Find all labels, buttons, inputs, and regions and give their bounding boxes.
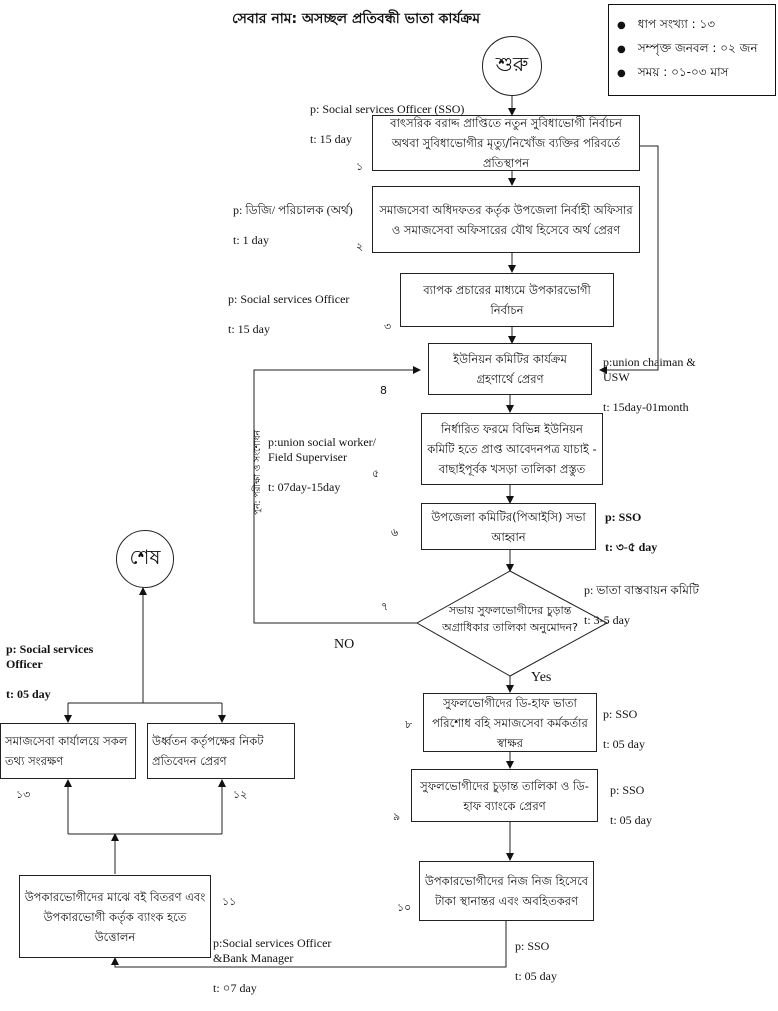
step-3-box: ব্যাপক প্রচারের মাধ্যমে উপকারভোগী নির্বা…	[400, 273, 614, 327]
decision-text: সভায় সুফলভোগীদের চুড়ান্ত অগ্রাধিকার তা…	[442, 604, 578, 634]
manpower: সম্পৃক্ত জনবল : ০২ জন	[617, 37, 775, 61]
step-1-number: ১	[356, 160, 364, 173]
no-label: NO	[334, 637, 355, 652]
step-4-box: ইউনিয়ন কমিটির কার্যক্রম গ্রহণার্থে প্রে…	[428, 343, 592, 395]
step-13-number: ১৩	[16, 788, 31, 801]
arrow-1-bypass-to-4	[599, 145, 659, 374]
step-8-number: ৮	[405, 718, 413, 731]
step-8-person: p: SSO	[603, 707, 638, 721]
step-8-time: t: 05 day	[603, 737, 645, 751]
step-13-time: t: 05 day	[6, 687, 51, 701]
step-8-box: সুফলভোগীদের ডি-হাফ ভাতা পরিশোধ বহি সমাজস…	[423, 693, 597, 752]
step-1-annotation: p: Social services Officer (SSO) t: 15 d…	[310, 87, 464, 162]
step-7-number: ৭	[381, 600, 389, 613]
step-12-number: ১২	[233, 788, 248, 801]
yes-label: Yes	[531, 670, 552, 685]
step-1-person: p: Social services Officer (SSO)	[310, 102, 465, 116]
arrow-10-to-11	[111, 921, 507, 968]
summary-box: ধাপ সংখ্যা : ১৩ সম্পৃক্ত জনবল : ০২ জন সম…	[608, 4, 776, 96]
step-5-annotation: p:union social worker/ Field Superviser …	[268, 420, 376, 510]
step-4-time: t: 15day-01month	[603, 400, 689, 414]
step-13-annotation: p: Social services Officer t: 05 day	[6, 627, 93, 717]
step-count: ধাপ সংখ্যা : ১৩	[617, 13, 775, 37]
step-12-box: উর্ধ্বতন কর্তৃপক্ষের নিকট প্রতিবেদন প্রে…	[147, 723, 295, 779]
recheck-loop-label: পুন: পরীক্ষা ও সংশোধন	[253, 429, 263, 515]
step-11-time: t: ০7 day	[213, 981, 257, 995]
step-6-time: t: ৩-৫ day	[605, 540, 658, 554]
step-11-annotation: p:Social services Officer &Bank Manager …	[213, 921, 331, 1011]
connector-layer	[64, 95, 659, 968]
page-title: সেবার নাম: অসচ্ছল প্রতিবন্ধী ভাতা কার্যক…	[232, 11, 480, 27]
step-2-time: t: 1 day	[233, 233, 269, 247]
step-5-number: ৫	[372, 467, 380, 480]
step-6-box: উপজেলা কমিটির(পিআইসি) সভা আহ্বান	[421, 503, 596, 550]
step-1-box: বাৎসরিক বরাদ্দ প্রাপ্তিতে নতুন সুবিধাভোগ…	[372, 115, 640, 171]
step-11-person: p:Social services Officer &Bank Manager	[213, 936, 332, 965]
step-6-number: ৬	[391, 526, 399, 539]
step-10-box: উপকারভোগীদের নিজ নিজ হিসেবে টাকা স্থানান…	[419, 861, 594, 921]
step-2-number: ২	[356, 240, 364, 253]
step-5-time: t: 07day-15day	[268, 480, 341, 494]
step-9-annotation: p: SSO t: 05 day	[610, 768, 652, 843]
step-10-person: p: SSO	[515, 939, 550, 953]
step-6-person: p: SSO	[605, 510, 642, 524]
step-13-person: p: Social services Officer	[6, 642, 94, 671]
step-2-annotation: p: ডিজি/ পরিচালক (অর্থ) t: 1 day	[233, 188, 353, 263]
step-10-time: t: 05 day	[515, 969, 557, 983]
start-node: শুরু	[482, 36, 542, 96]
step-9-time: t: 05 day	[610, 813, 652, 827]
step-2-person: p: ডিজি/ পরিচালক (অর্থ)	[233, 203, 353, 217]
step-3-number: ৩	[384, 320, 392, 333]
step-9-person: p: SSO	[610, 783, 645, 797]
step-11-box: উপকারভোগীদের মাঝে বই বিতরণ এবং উপকারভোগী…	[19, 875, 211, 958]
step-13-box: সমাজসেবা কার্যালয়ে সকল তথ্য সংরক্ষণ	[0, 723, 136, 779]
step-5-box: নির্ধারিত ফরমে বিভিন্ন ইউনিয়ন কমিটি হতে…	[421, 413, 603, 485]
step-4-annotation: p:union chaiman & USW t: 15day-01month	[603, 340, 696, 430]
step-7-annotation: p: ভাতা বাস্তবায়ন কমিটি t: 3-5 day	[584, 568, 699, 643]
step-8-annotation: p: SSO t: 05 day	[603, 692, 645, 767]
step-7-time: t: 3-5 day	[584, 613, 630, 627]
duration: সময় : ০১-০৩ মাস	[617, 61, 775, 85]
end-node: শেষ	[116, 530, 174, 588]
step-1-time: t: 15 day	[310, 132, 352, 146]
step-9-box: সুফলভোগীদের চুড়ান্ত তালিকা ও ডি-হাফ ব্য…	[411, 769, 598, 822]
step-3-time: t: 15 day	[228, 322, 270, 336]
step-3-person: p: Social services Officer	[228, 292, 350, 306]
step-7-person: p: ভাতা বাস্তবায়ন কমিটি	[584, 583, 699, 597]
step-11-number: ১১	[222, 895, 237, 908]
step-6-annotation: p: SSO t: ৩-৫ day	[605, 495, 657, 570]
step-9-number: ৯	[393, 810, 401, 823]
step-2-box: সমাজসেবা অধিদফতর কর্তৃক উপজেলা নির্বাহী …	[372, 186, 640, 253]
step-10-number: ১০	[397, 901, 412, 914]
step-4-person: p:union chaiman & USW	[603, 355, 696, 384]
step-3-annotation: p: Social services Officer t: 15 day	[228, 277, 349, 352]
step-5-person: p:union social worker/ Field Superviser	[268, 435, 376, 464]
step-10-annotation: p: SSO t: 05 day	[515, 924, 557, 999]
arrow-no-loop	[253, 366, 421, 624]
step-4-number: 8	[380, 384, 387, 397]
